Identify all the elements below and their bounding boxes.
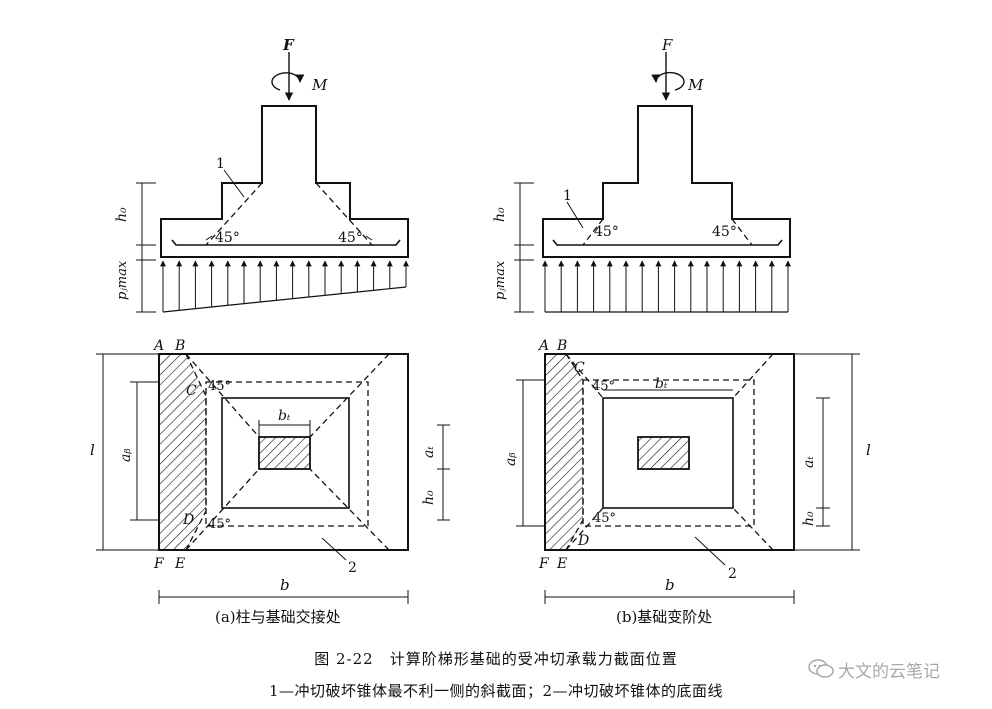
panel-b-loads [514, 52, 685, 313]
figure-title: 图 2-22 计算阶梯形基础的受冲切承载力截面位置 [314, 650, 678, 668]
panel-a-elevation [160, 105, 409, 258]
b-label: b [665, 576, 675, 594]
moment-arc [651, 71, 685, 91]
pjmax-label: pⱼmax [115, 260, 130, 300]
panel-a-loads [136, 52, 373, 313]
moment-arc [271, 72, 305, 91]
point-c: C [574, 360, 585, 376]
pjmax-label: pⱼmax [493, 260, 508, 300]
punching-base-line [205, 381, 369, 527]
hatched-region [545, 354, 583, 550]
point-c: C [186, 383, 197, 399]
h0-label: h₀ [492, 207, 508, 222]
step-outline [221, 397, 350, 509]
column-outline [258, 436, 311, 470]
panel-b-caption: (b)基础变阶处 [616, 608, 712, 626]
foundation-outline [160, 105, 409, 258]
panel-a-caption: (a)柱与基础交接处 [215, 608, 341, 626]
figure-legend: 1—冲切破坏锥体最不利一侧的斜截面；2—冲切破坏锥体的底面线 [268, 682, 724, 700]
l-label: l [90, 441, 95, 459]
soil-pressure-a [160, 260, 409, 313]
diagonals [185, 353, 390, 551]
punching-base-line [582, 379, 755, 527]
force-label: F [661, 36, 673, 54]
h0-label: h₀ [801, 511, 817, 526]
ab-label: aᵦ [503, 453, 519, 466]
callout-2: 2 [348, 560, 357, 576]
rebar [552, 239, 783, 246]
force-label: F [282, 36, 295, 54]
angle-label: 45° [208, 379, 231, 394]
at-label: aₜ [801, 456, 817, 468]
angle-label: 45° [594, 224, 619, 240]
rebar [171, 239, 401, 246]
point-f: F [538, 556, 550, 572]
step-outline [602, 397, 734, 509]
b-label: b [280, 576, 290, 594]
point-b: B [556, 338, 567, 354]
punching-lines [582, 218, 753, 246]
angle-label: 45° [593, 511, 616, 526]
foundation-outline [542, 105, 791, 258]
hatched-region [159, 354, 206, 550]
point-d: D [182, 512, 194, 528]
wechat-icon [808, 659, 834, 678]
bt-label: bₜ [278, 408, 291, 424]
l-label: l [866, 441, 871, 459]
panel-b-plan [516, 353, 860, 604]
at-label: aₜ [421, 446, 437, 458]
column-outline [637, 436, 690, 470]
point-b: B [174, 338, 185, 354]
h0-label: h₀ [114, 207, 130, 222]
point-e: E [174, 556, 185, 572]
angle-label: 45° [208, 517, 231, 532]
point-a: A [152, 338, 164, 354]
callout-2: 2 [728, 566, 737, 582]
point-d: D [577, 533, 589, 549]
point-a: A [537, 338, 549, 354]
angle-label: 45° [338, 230, 363, 246]
angle-label: 45° [592, 379, 615, 394]
angle-label: 45° [712, 224, 737, 240]
panel-b-elevation [542, 105, 791, 258]
watermark: 大文的云笔记 [808, 655, 978, 682]
callout-1: 1 [216, 156, 225, 172]
bt-label: bₜ [655, 376, 668, 392]
punching-lines [205, 182, 373, 246]
panel-a-plan [96, 353, 450, 604]
ab-label: aᵦ [118, 449, 134, 462]
pressure-baseline [162, 286, 407, 313]
callout-1: 1 [563, 188, 572, 204]
angle-label: 45° [215, 230, 240, 246]
h0-label: h₀ [421, 490, 437, 505]
watermark-text: 大文的云笔记 [838, 662, 940, 682]
moment-label: M [311, 76, 328, 94]
moment-label: M [687, 76, 704, 94]
soil-pressure-b [542, 260, 791, 313]
point-e: E [556, 556, 567, 572]
point-f: F [153, 556, 165, 572]
